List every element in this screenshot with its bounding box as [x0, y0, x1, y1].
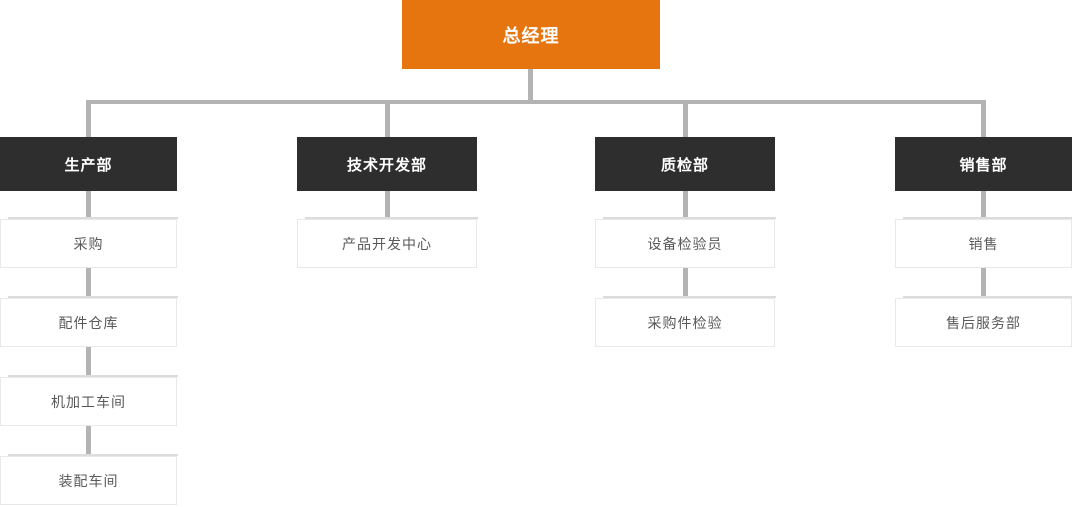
connector-root-vertical — [528, 69, 533, 100]
dept-node[interactable]: 生产部 — [0, 137, 177, 191]
connector-trunk-to-dept — [981, 100, 986, 137]
connector-vertical — [86, 191, 91, 219]
connector-vertical — [86, 268, 91, 298]
dept-node[interactable]: 技术开发部 — [297, 137, 477, 191]
connector-vertical — [683, 268, 688, 298]
connector-trunk-to-dept — [385, 100, 390, 137]
dept-node[interactable]: 销售部 — [895, 137, 1072, 191]
child-node[interactable]: 机加工车间 — [0, 375, 178, 426]
org-node-root[interactable]: 总经理 — [402, 0, 660, 69]
connector-vertical — [981, 268, 986, 298]
child-node[interactable]: 装配车间 — [0, 454, 178, 505]
child-node[interactable]: 配件仓库 — [0, 296, 178, 347]
connector-trunk-to-dept — [683, 100, 688, 137]
connector-vertical — [86, 426, 91, 456]
child-node[interactable]: 销售 — [895, 217, 1072, 268]
connector-vertical — [981, 191, 986, 219]
connector-trunk-to-dept — [86, 100, 91, 137]
child-node[interactable]: 售后服务部 — [895, 296, 1072, 347]
child-node[interactable]: 采购 — [0, 217, 178, 268]
child-node[interactable]: 产品开发中心 — [297, 217, 478, 268]
child-node[interactable]: 采购件检验 — [595, 296, 776, 347]
connector-vertical — [385, 191, 390, 219]
connector-horizontal-trunk — [86, 100, 986, 104]
connector-vertical — [86, 347, 91, 377]
child-node[interactable]: 设备检验员 — [595, 217, 776, 268]
connector-vertical — [683, 191, 688, 219]
dept-node[interactable]: 质检部 — [595, 137, 775, 191]
